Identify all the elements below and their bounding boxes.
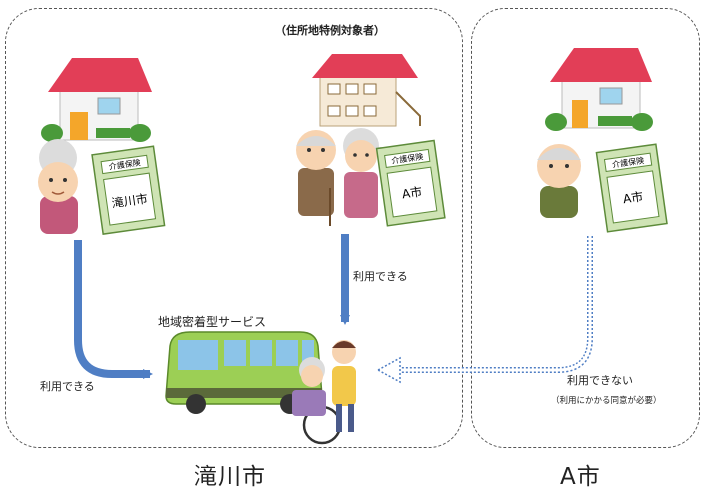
house-icon xyxy=(41,58,152,142)
service-name-label: 地域密着型サービス xyxy=(158,315,267,329)
apartment-house-icon xyxy=(312,54,421,127)
elderly-man-icon xyxy=(537,144,581,218)
card-title: 介護保険 xyxy=(612,155,645,169)
arrow-left-to-service xyxy=(74,240,153,379)
cannot-use-label: 利用できない xyxy=(567,374,633,387)
consent-note-label: （利用にかかる同意が必要） xyxy=(551,396,662,406)
insurance-card-takikawa: 介護保険 滝川市 xyxy=(91,145,166,235)
a-city-region xyxy=(471,8,700,448)
elderly-woman-icon xyxy=(38,139,78,234)
wheelchair-caregiver-icon xyxy=(292,340,356,445)
card-city-label: A市 xyxy=(401,184,423,202)
card-title: 介護保険 xyxy=(391,151,424,165)
card-city-label: A市 xyxy=(622,189,644,207)
elderly-couple-icon xyxy=(296,128,379,226)
takikawa-region xyxy=(5,8,463,448)
insurance-card-a-right: 介護保険 A市 xyxy=(595,143,668,233)
house-icon xyxy=(545,48,653,131)
can-use-left-label: 利用できる xyxy=(40,380,95,393)
can-use-middle-label: 利用できる xyxy=(353,270,408,283)
arrow-right-blocked xyxy=(376,236,593,384)
card-title: 介護保険 xyxy=(108,157,141,171)
card-city-label: 滝川市 xyxy=(111,191,149,211)
a-city-region-label: A市 xyxy=(560,464,601,490)
insurance-card-a-middle: 介護保険 A市 xyxy=(375,139,446,227)
takikawa-region-label: 滝川市 xyxy=(194,464,266,490)
special-case-label: （住所地特例対象者） xyxy=(275,24,385,37)
